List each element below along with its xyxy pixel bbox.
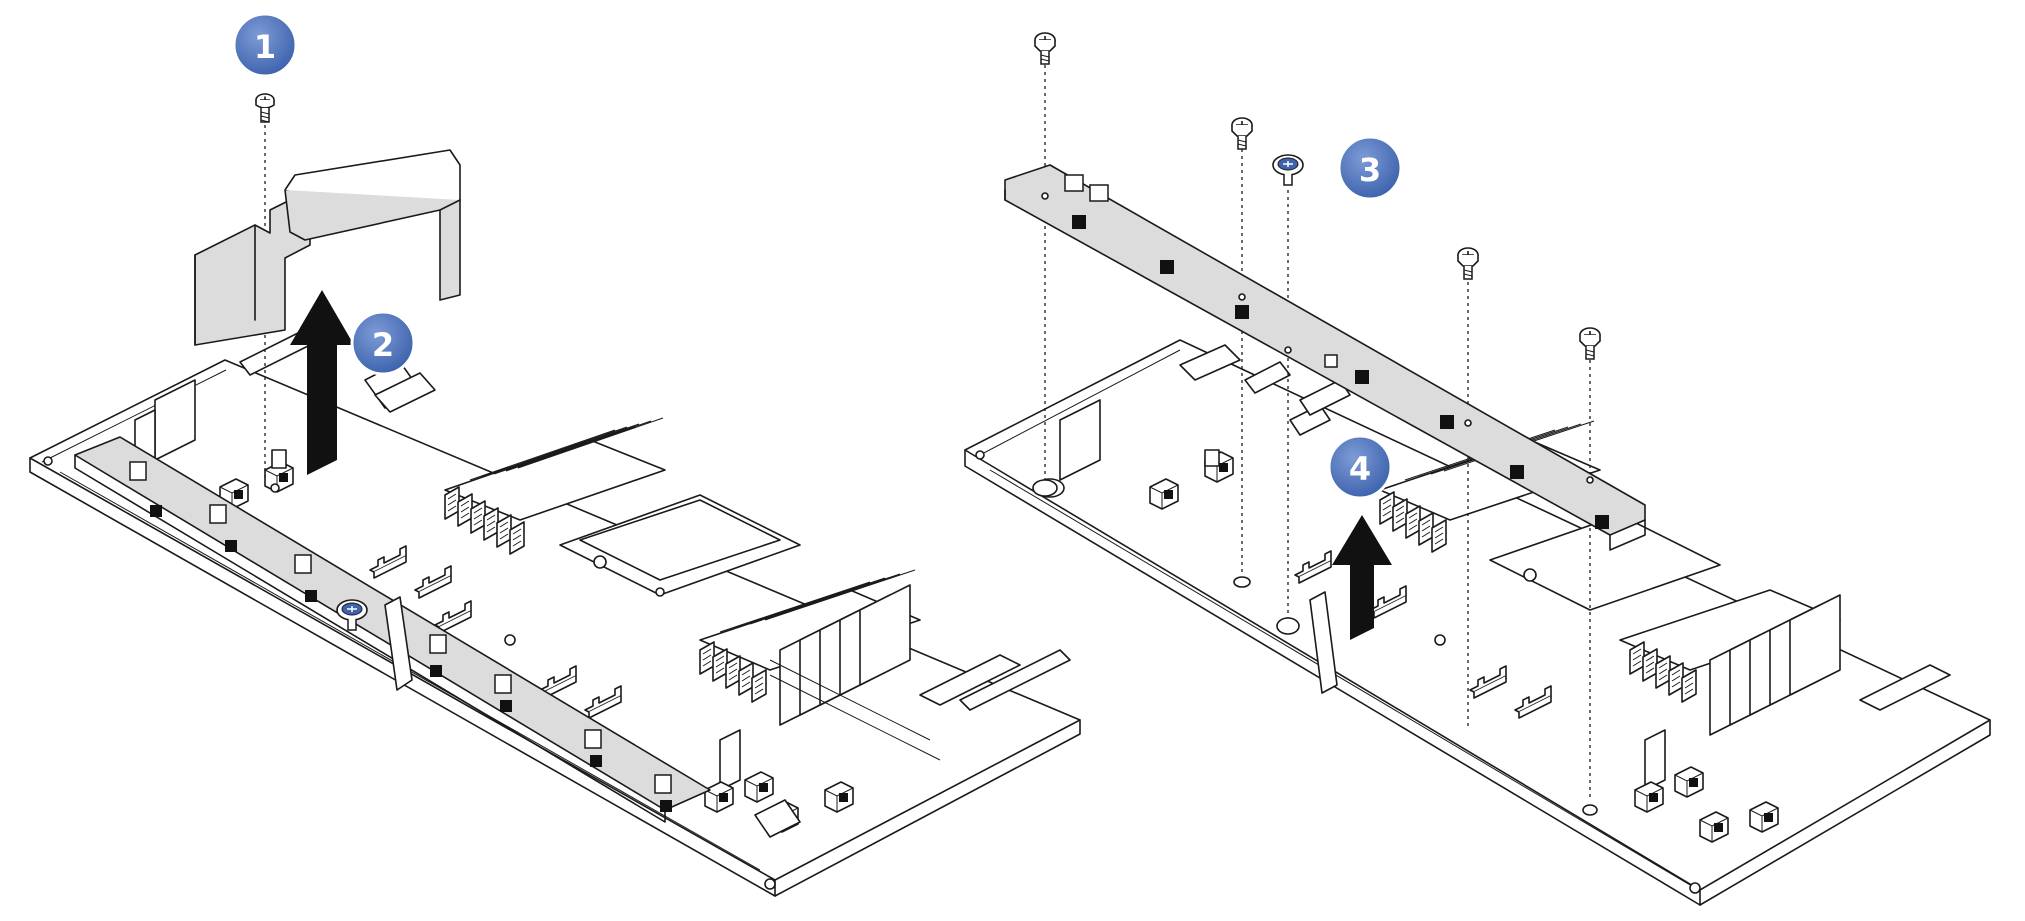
backplane-lifted <box>1004 164 1646 551</box>
screw-right-2 <box>1231 117 1253 150</box>
heat-sink-1 <box>769 584 941 761</box>
screw-right-4 <box>1579 327 1601 360</box>
right-assembly <box>964 32 1991 906</box>
air-baffle <box>194 149 461 346</box>
dimm-bank-1 <box>444 417 666 555</box>
left-assembly <box>29 93 1081 897</box>
backplane-strip-left <box>74 436 711 823</box>
step-number-1: 1 <box>254 28 276 66</box>
heat-sink-2 <box>1709 594 1841 736</box>
screw-step-1 <box>255 93 275 123</box>
step-callout-2: 2 <box>350 310 416 376</box>
step-number-4: 4 <box>1349 450 1371 488</box>
step-callout-1: 1 <box>232 12 298 78</box>
step-number-2: 2 <box>372 326 394 364</box>
screw-right-3 <box>1457 247 1479 280</box>
blue-thumbscrew-right <box>1272 154 1304 186</box>
step-callout-4: 4 <box>1327 434 1393 500</box>
screw-right-1 <box>1034 32 1056 65</box>
lift-arrow-4 <box>1332 515 1392 640</box>
lift-arrow-2 <box>290 290 354 475</box>
step-callout-3: 3 <box>1337 135 1403 201</box>
step-number-3: 3 <box>1359 151 1381 189</box>
